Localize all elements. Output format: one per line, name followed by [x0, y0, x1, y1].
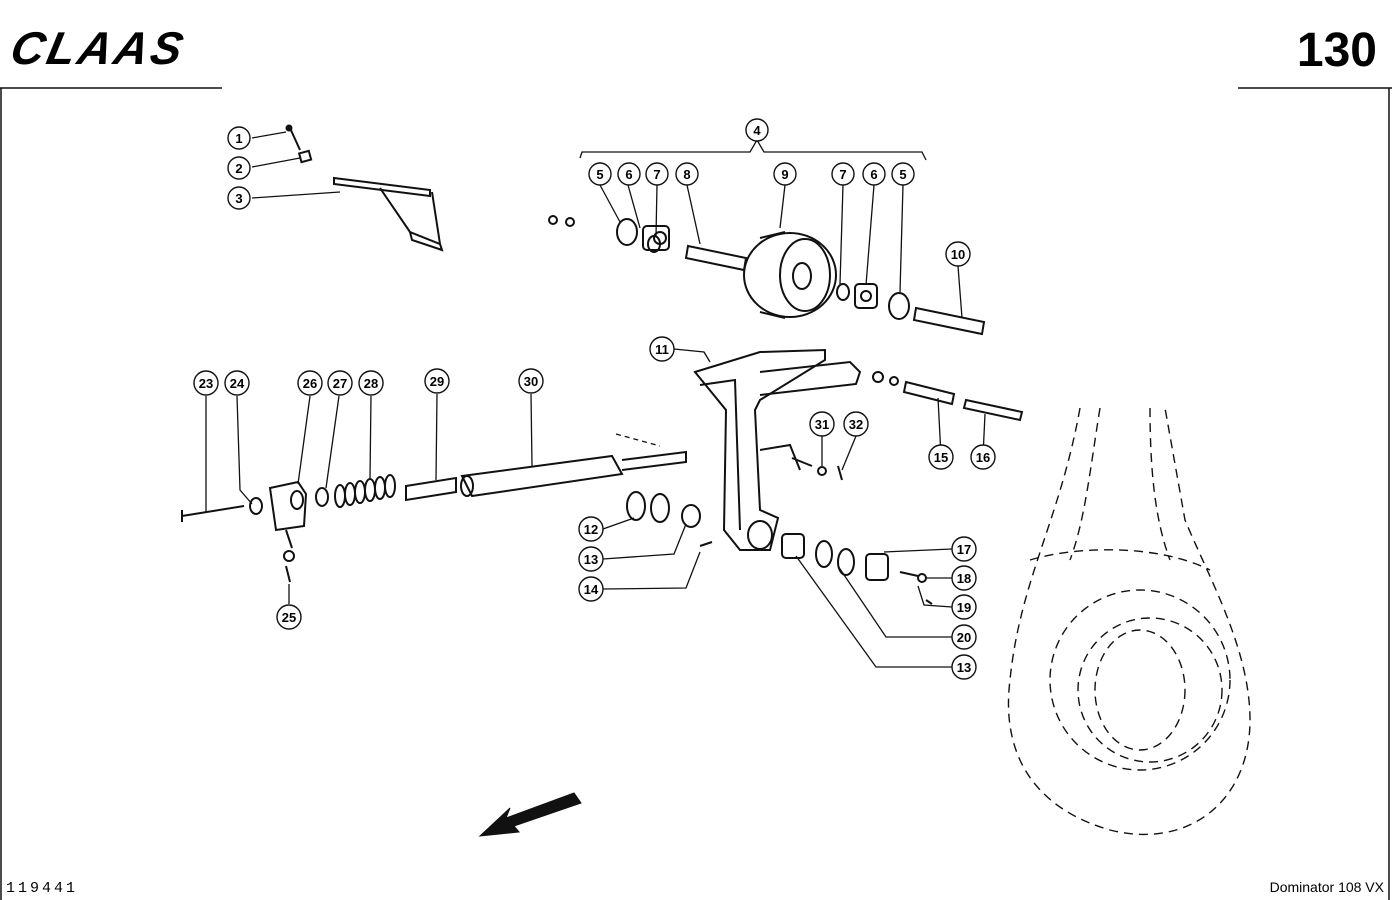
- callout-28: 28: [358, 370, 384, 396]
- callout-19: 19: [951, 594, 977, 620]
- direction-arrow: [478, 792, 582, 837]
- svg-text:20: 20: [957, 630, 971, 645]
- svg-text:14: 14: [584, 582, 599, 597]
- callout-5b: 5: [891, 162, 915, 186]
- svg-text:13: 13: [957, 660, 971, 675]
- svg-text:2: 2: [235, 161, 242, 176]
- svg-text:11: 11: [655, 342, 669, 357]
- spring: [334, 474, 396, 508]
- callout-27: 27: [327, 370, 353, 396]
- callout-3: 3: [227, 186, 251, 210]
- callout-12: 12: [578, 516, 604, 542]
- callout-20: 20: [951, 624, 977, 650]
- svg-text:8: 8: [683, 167, 690, 182]
- callout-6b: 6: [862, 162, 886, 186]
- svg-text:27: 27: [333, 376, 347, 391]
- svg-text:26: 26: [303, 376, 317, 391]
- brand-logo: CLAAS: [6, 22, 190, 73]
- callout-4: 4: [745, 118, 769, 142]
- callout-5a: 5: [588, 162, 612, 186]
- leader-lines: [205, 131, 986, 668]
- bracket-assembly: [285, 124, 444, 252]
- callout-13b: 13: [951, 654, 977, 680]
- svg-text:1: 1: [235, 131, 242, 146]
- callout-26: 26: [297, 370, 323, 396]
- svg-text:15: 15: [934, 450, 948, 465]
- callout-9: 9: [773, 162, 797, 186]
- svg-text:29: 29: [430, 374, 444, 389]
- callout-18: 18: [951, 565, 977, 591]
- svg-text:7: 7: [839, 167, 846, 182]
- callout-23: 23: [193, 370, 219, 396]
- callout-7b: 7: [831, 162, 855, 186]
- callout-11: 11: [649, 336, 675, 362]
- svg-text:3: 3: [235, 191, 242, 206]
- svg-text:10: 10: [951, 247, 965, 262]
- callout-15: 15: [928, 444, 954, 470]
- callouts: 1 2 3 4 5 6 7 8 9 7 6 5 10 11 23 24 26 2…: [193, 118, 996, 680]
- callout-1: 1: [227, 126, 251, 150]
- svg-text:23: 23: [199, 376, 213, 391]
- svg-text:31: 31: [815, 417, 829, 432]
- callout-25: 25: [276, 604, 302, 630]
- svg-text:18: 18: [957, 571, 971, 586]
- svg-text:32: 32: [849, 417, 863, 432]
- svg-text:24: 24: [230, 376, 245, 391]
- header: CLAAS 130: [0, 22, 1392, 900]
- callout-31: 31: [809, 411, 835, 437]
- svg-text:28: 28: [364, 376, 378, 391]
- svg-text:30: 30: [524, 374, 538, 389]
- svg-text:4: 4: [753, 123, 761, 138]
- svg-text:6: 6: [625, 167, 632, 182]
- callout-16: 16: [970, 444, 996, 470]
- svg-text:25: 25: [282, 610, 296, 625]
- svg-text:16: 16: [976, 450, 990, 465]
- model-name: Dominator 108 VX: [1270, 879, 1385, 895]
- callout-7a: 7: [645, 162, 669, 186]
- callout-6a: 6: [617, 162, 641, 186]
- callout-17: 17: [951, 536, 977, 562]
- pulley-assembly: [548, 138, 986, 336]
- svg-text:12: 12: [584, 522, 598, 537]
- svg-text:17: 17: [957, 542, 971, 557]
- svg-text:5: 5: [899, 167, 906, 182]
- callout-14: 14: [578, 576, 604, 602]
- drawing-number: 119441: [6, 880, 78, 897]
- callout-32: 32: [843, 411, 869, 437]
- tensioner-assembly: [181, 433, 713, 583]
- hub-assembly: [781, 533, 933, 605]
- callout-13a: 13: [578, 546, 604, 572]
- callout-8: 8: [675, 162, 699, 186]
- svg-text:19: 19: [957, 600, 971, 615]
- callout-10: 10: [945, 241, 971, 267]
- svg-text:9: 9: [781, 167, 788, 182]
- housing-outline: [1007, 407, 1251, 835]
- svg-text:13: 13: [584, 552, 598, 567]
- svg-text:5: 5: [596, 167, 603, 182]
- callout-24: 24: [224, 370, 250, 396]
- callout-29: 29: [424, 368, 450, 394]
- svg-text:6: 6: [870, 167, 877, 182]
- page-number: 130: [1297, 24, 1377, 77]
- footer: 119441 Dominator 108 VX: [6, 879, 1385, 897]
- callout-2: 2: [227, 156, 251, 180]
- lever-arm: [693, 348, 1024, 551]
- svg-text:7: 7: [653, 167, 660, 182]
- callout-30: 30: [518, 368, 544, 394]
